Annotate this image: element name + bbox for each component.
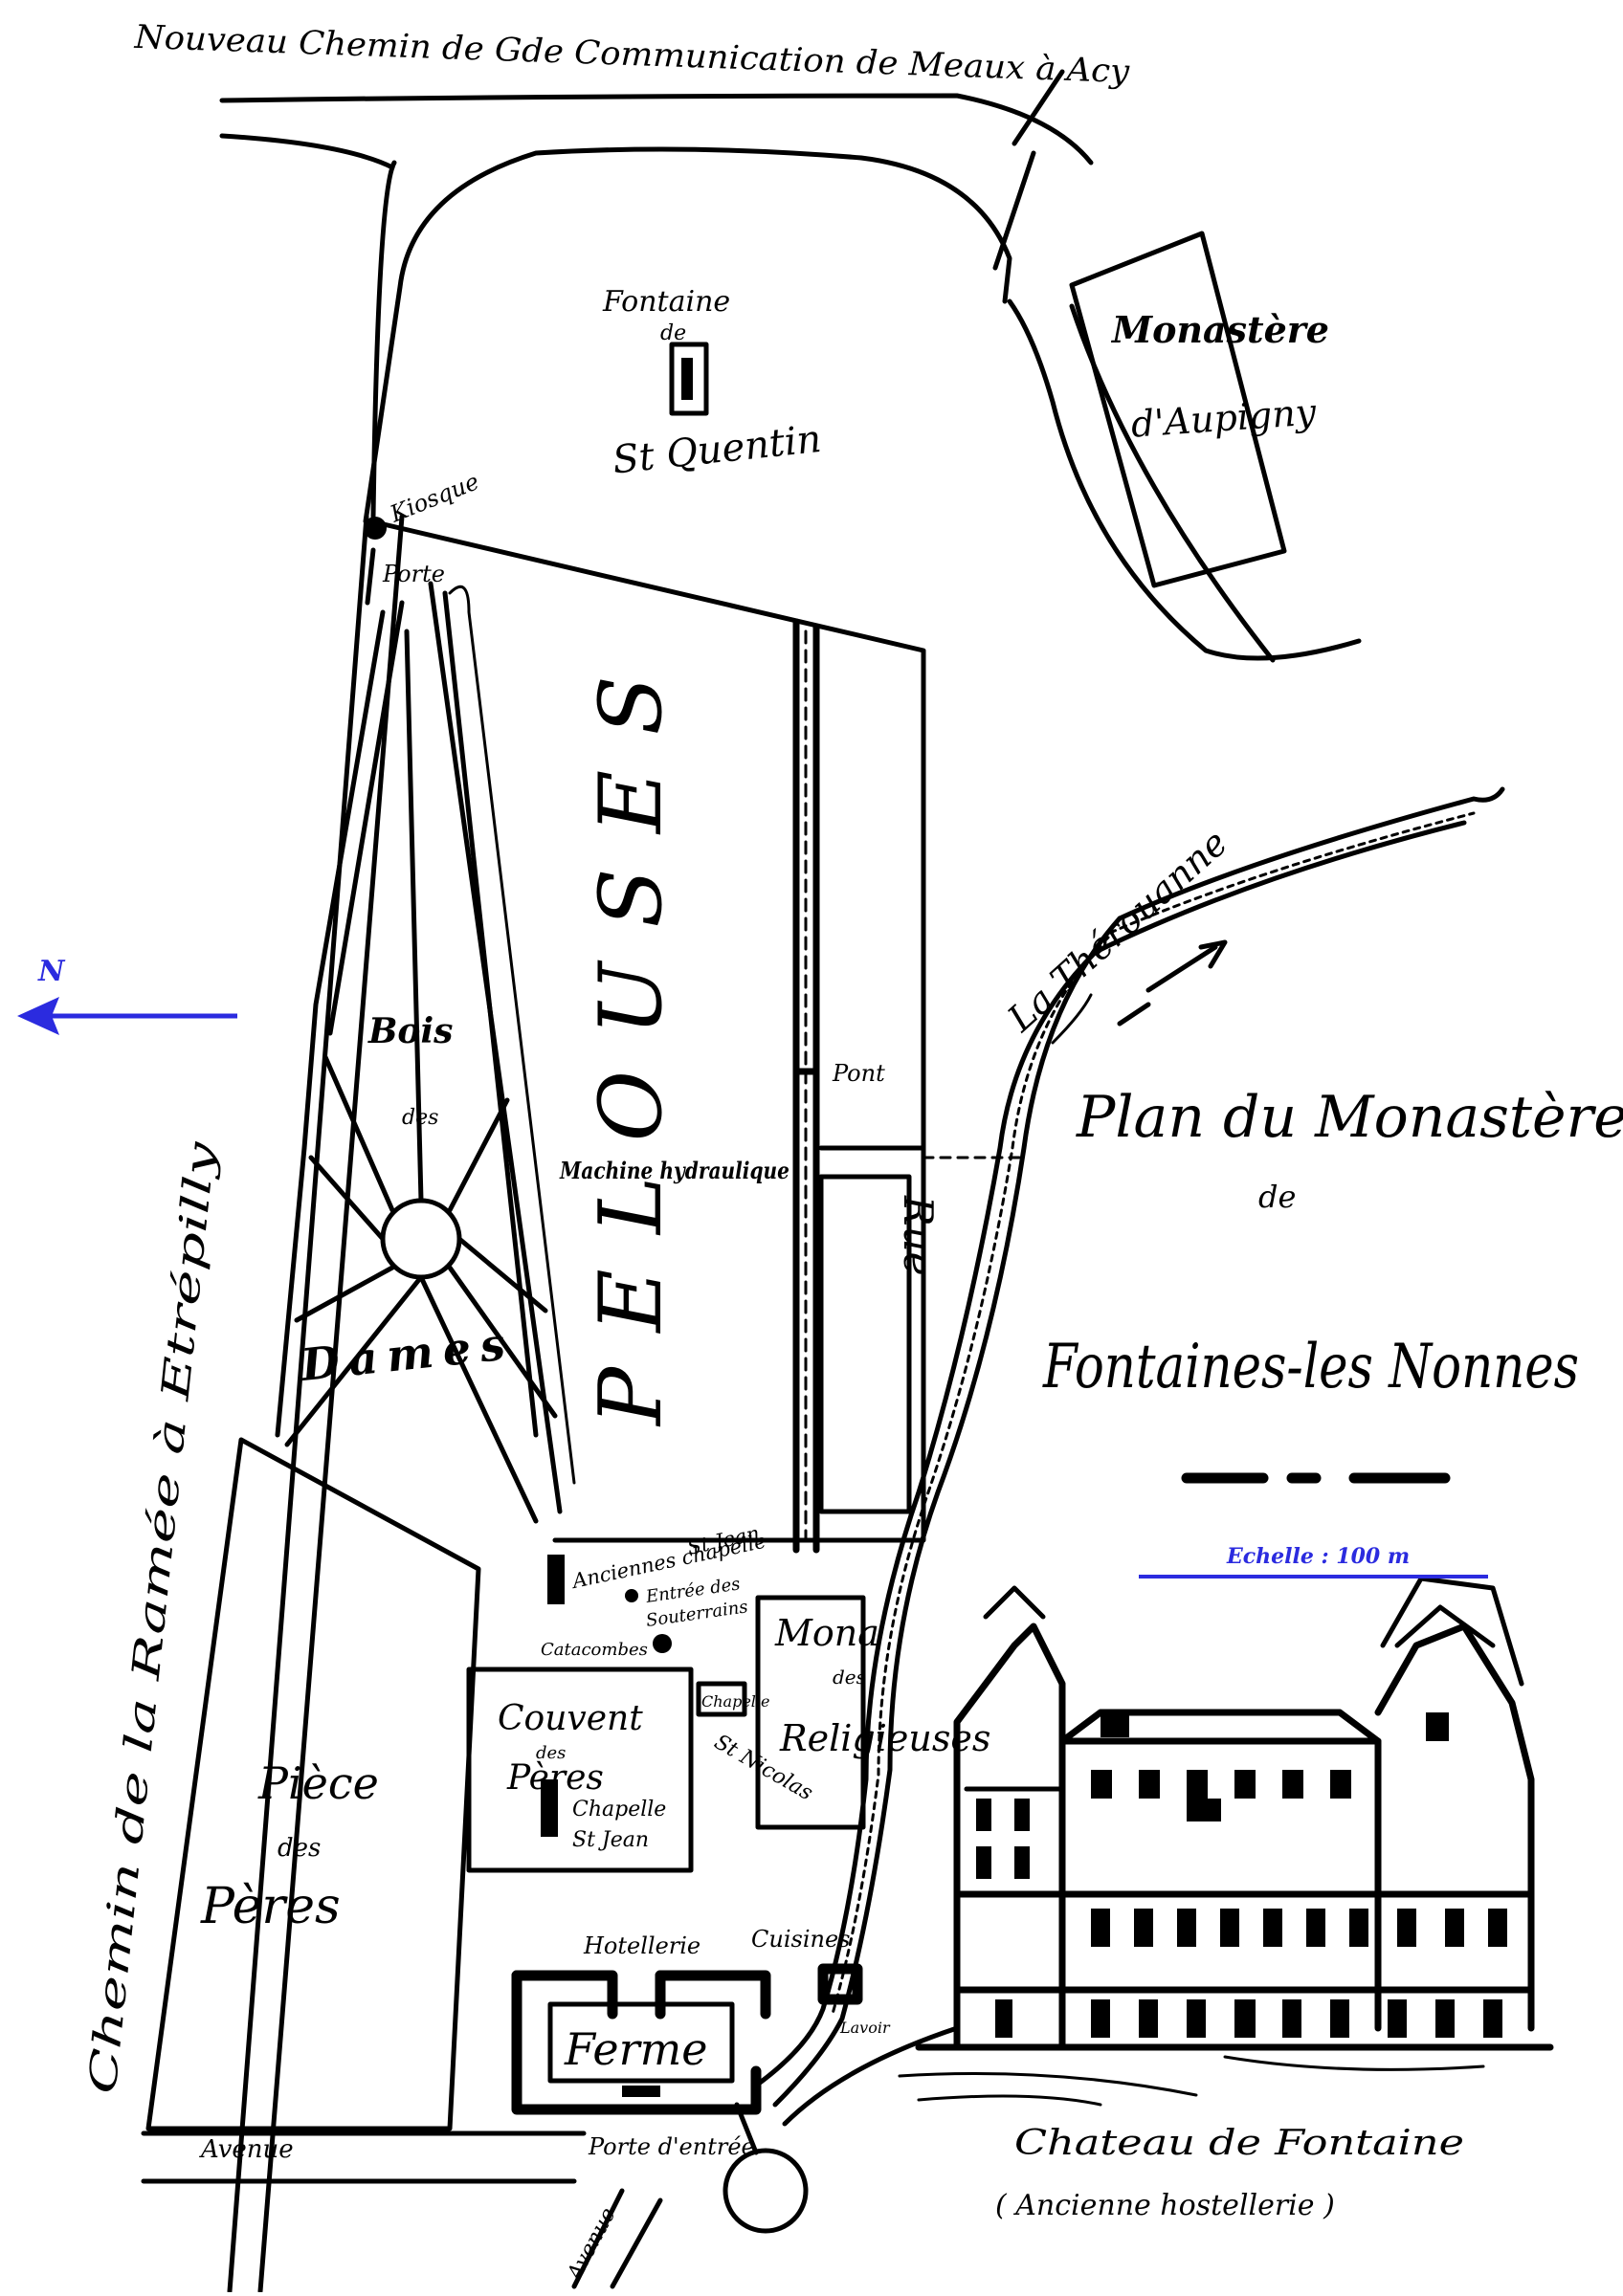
- piece-label-1: Pièce: [257, 1757, 379, 1809]
- pont-label: Pont: [832, 1060, 885, 1087]
- fontaine-label-2: de: [660, 321, 686, 345]
- bois-des-dames: [275, 581, 576, 1524]
- chateau-label: Chateau de Fontaine: [1014, 2124, 1464, 2163]
- title-line-3: Fontaines-les Nonnes: [1042, 1332, 1579, 1402]
- monastere-aupigny: [1069, 231, 1287, 588]
- piece-label-2: des: [278, 1834, 321, 1863]
- piece-label-3: Pères: [200, 1878, 341, 1935]
- monastere-aupigny-label-2: d'Aupigny: [1129, 390, 1318, 445]
- north-label: N: [37, 955, 66, 988]
- ancienne-label: ( Ancienne hostellerie ): [995, 2189, 1335, 2222]
- bois-label-2: des: [402, 1106, 438, 1130]
- piece-des-peres: [145, 1437, 481, 2131]
- chapelle-stjean-label-2: St Jean: [572, 1828, 649, 1852]
- ferme-label: Ferme: [564, 2023, 707, 2075]
- lavoir-label: Lavoir: [839, 2019, 891, 2037]
- couvent-label-2: des: [536, 1743, 566, 1763]
- monastere-rel-label-3: Religieuses: [779, 1717, 990, 1759]
- top-road: [219, 69, 1094, 271]
- monastere-rel-label-1: Mona: [774, 1612, 879, 1654]
- fontaine-label-1: Fontaine: [602, 285, 730, 319]
- couvent-label-1: Couvent: [498, 1699, 643, 1738]
- porte-entree-label: Porte d'entrée: [588, 2133, 755, 2160]
- small-marks: [364, 517, 672, 1653]
- kiosque-label: Kiosque: [386, 468, 483, 528]
- bois-label-3: Dames: [297, 1317, 517, 1391]
- bois-label-1: Bois: [367, 1011, 453, 1051]
- machine-label: Machine hydraulique: [559, 1157, 789, 1184]
- pelouses-label: PELOUSES: [581, 641, 681, 1427]
- porte-label: Porte: [382, 561, 445, 587]
- catacombes-label: Catacombes: [541, 1640, 648, 1660]
- monastere-rel-label-2: des: [833, 1666, 866, 1689]
- rue-label: Rue: [895, 1195, 942, 1276]
- avenue-bottom-label: Avenue: [562, 2204, 620, 2286]
- left-road: [141, 514, 587, 2294]
- hotellerie-label: Hotellerie: [583, 1932, 700, 1959]
- park-enclosure: [368, 519, 926, 1554]
- cuisines-label: Cuisines: [751, 1926, 850, 1953]
- couvent-des-peres: [466, 1667, 694, 1873]
- river-therouanne: [753, 786, 1505, 2127]
- top-road-label: Nouveau Chemin de Gde Communication de M…: [133, 18, 1131, 91]
- north-arrow: [17, 997, 237, 1035]
- monastere-religieuses: [696, 1595, 866, 1830]
- title-line-1: Plan du Monastère: [1076, 1084, 1623, 1151]
- scale-label: Echelle : 100 m: [1226, 1544, 1410, 1569]
- chapelle-stjean-label-1: Chapelle: [572, 1798, 666, 1821]
- monastere-aupigny-label-1: Monastère: [1110, 308, 1329, 351]
- porte-entree-area: [571, 2102, 809, 2289]
- chateau-sketch: [898, 1576, 1554, 2107]
- ferme-block: [511, 1963, 863, 2115]
- fontaine-label-3: St Quentin: [611, 417, 823, 483]
- left-road-label: Chemin de la Ramée à Etrépilly: [80, 1138, 225, 2096]
- title-line-2: de: [1258, 1179, 1296, 1215]
- river-label: La Thérouanne: [999, 822, 1235, 1041]
- avenue-left-label: Avenue: [199, 2135, 294, 2164]
- couvent-label-3: Pères: [506, 1758, 604, 1798]
- chapelle-small-label: Chapelle: [701, 1692, 770, 1711]
